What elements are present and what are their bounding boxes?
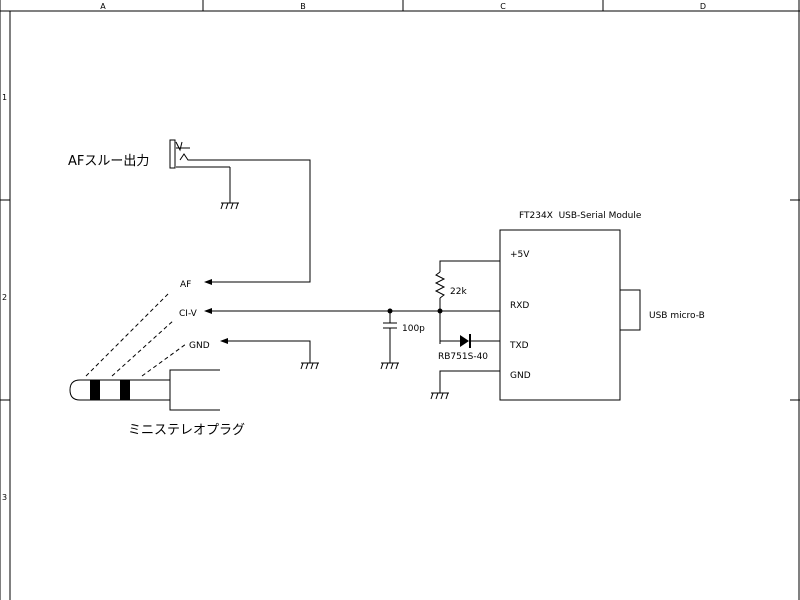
plug-label: ミニステレオプラグ — [128, 423, 245, 438]
frame-col-d: D — [700, 2, 706, 11]
resistor-label: 22k — [450, 287, 467, 297]
af-pin-label: AF — [180, 280, 191, 290]
civ-arrow — [204, 308, 212, 314]
module-pin-txd: TXD — [509, 341, 529, 351]
mini-stereo-plug — [69, 291, 220, 411]
usb-serial-module — [499, 229, 641, 401]
frame-col-a: A — [100, 2, 106, 11]
frame-row-2: 2 — [2, 293, 7, 302]
af-arrow — [204, 279, 212, 285]
frame-col-b: B — [300, 2, 306, 11]
af-output-label: AFスルー出力 — [68, 154, 149, 169]
ground-symbol-plug — [300, 362, 319, 370]
module-pin-gnd: GND — [510, 371, 531, 381]
af-output-jack — [169, 139, 311, 283]
gnd-pin-label: GND — [189, 341, 210, 351]
diode-label: RB751S-40 — [438, 352, 488, 362]
gnd-wire — [228, 340, 311, 363]
module-pin-vcc: +5V — [510, 250, 530, 260]
frame-col-c: C — [500, 2, 506, 11]
module-title: FT234X USB-Serial Module — [519, 211, 642, 221]
frame-row-1: 1 — [2, 93, 7, 102]
capacitor-label: 100p — [402, 324, 425, 334]
module-pin-rxd: RXD — [510, 301, 529, 311]
ground-symbol-jack — [220, 202, 239, 210]
pullup-resistor — [434, 260, 500, 344]
schottky-diode — [440, 334, 500, 348]
frame-row-3: 3 — [2, 493, 7, 502]
civ-pin-label: CI-V — [179, 309, 198, 319]
ground-symbol-module — [430, 370, 500, 400]
capacitor — [380, 308, 399, 370]
usb-connector-label: USB micro-B — [649, 311, 705, 321]
gnd-arrow — [220, 338, 228, 344]
